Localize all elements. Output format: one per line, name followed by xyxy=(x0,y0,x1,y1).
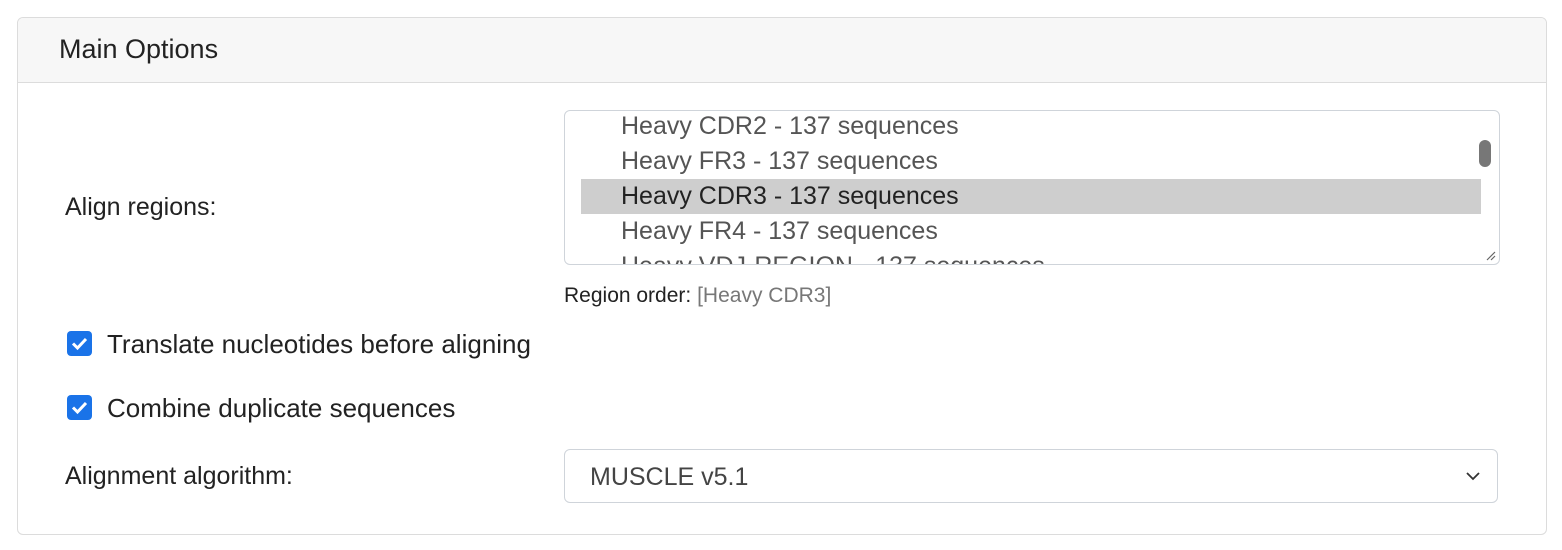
scrollbar-thumb[interactable] xyxy=(1479,140,1491,167)
combine-checkbox[interactable] xyxy=(67,395,92,420)
main-options-card: Main Options Align regions: Heavy CDR2 -… xyxy=(17,17,1547,535)
region-order-value: [Heavy CDR3] xyxy=(697,284,832,307)
algorithm-value: MUSCLE v5.1 xyxy=(590,463,749,491)
translate-checkbox[interactable] xyxy=(67,331,92,356)
algorithm-label: Alignment algorithm: xyxy=(65,462,293,490)
list-option-selected[interactable]: Heavy CDR3 - 137 sequences xyxy=(581,179,1481,214)
list-option[interactable]: Heavy CDR2 - 137 sequences xyxy=(621,112,959,140)
translate-label[interactable]: Translate nucleotides before aligning xyxy=(107,329,531,359)
chevron-down-icon xyxy=(1466,472,1480,481)
list-option[interactable]: Heavy FR3 - 137 sequences xyxy=(621,147,938,175)
check-icon xyxy=(71,337,88,351)
check-icon xyxy=(71,401,88,415)
region-order-label: Region order: xyxy=(564,284,692,307)
list-option[interactable]: Heavy FR4 - 137 sequences xyxy=(621,217,938,245)
algorithm-select[interactable]: MUSCLE v5.1 xyxy=(564,449,1498,503)
combine-label[interactable]: Combine duplicate sequences xyxy=(107,393,456,423)
resize-grip-icon[interactable] xyxy=(1484,249,1496,261)
card-title: Main Options xyxy=(59,34,219,64)
list-option[interactable]: Heavy VDJ-REGION - 137 sequences xyxy=(581,249,1481,264)
region-order: Region order: [Heavy CDR3] xyxy=(564,284,831,308)
align-regions-listbox[interactable]: Heavy CDR2 - 137 sequences Heavy FR3 - 1… xyxy=(564,110,1500,265)
card-header: Main Options xyxy=(18,18,1546,83)
align-regions-label: Align regions: xyxy=(65,193,217,221)
